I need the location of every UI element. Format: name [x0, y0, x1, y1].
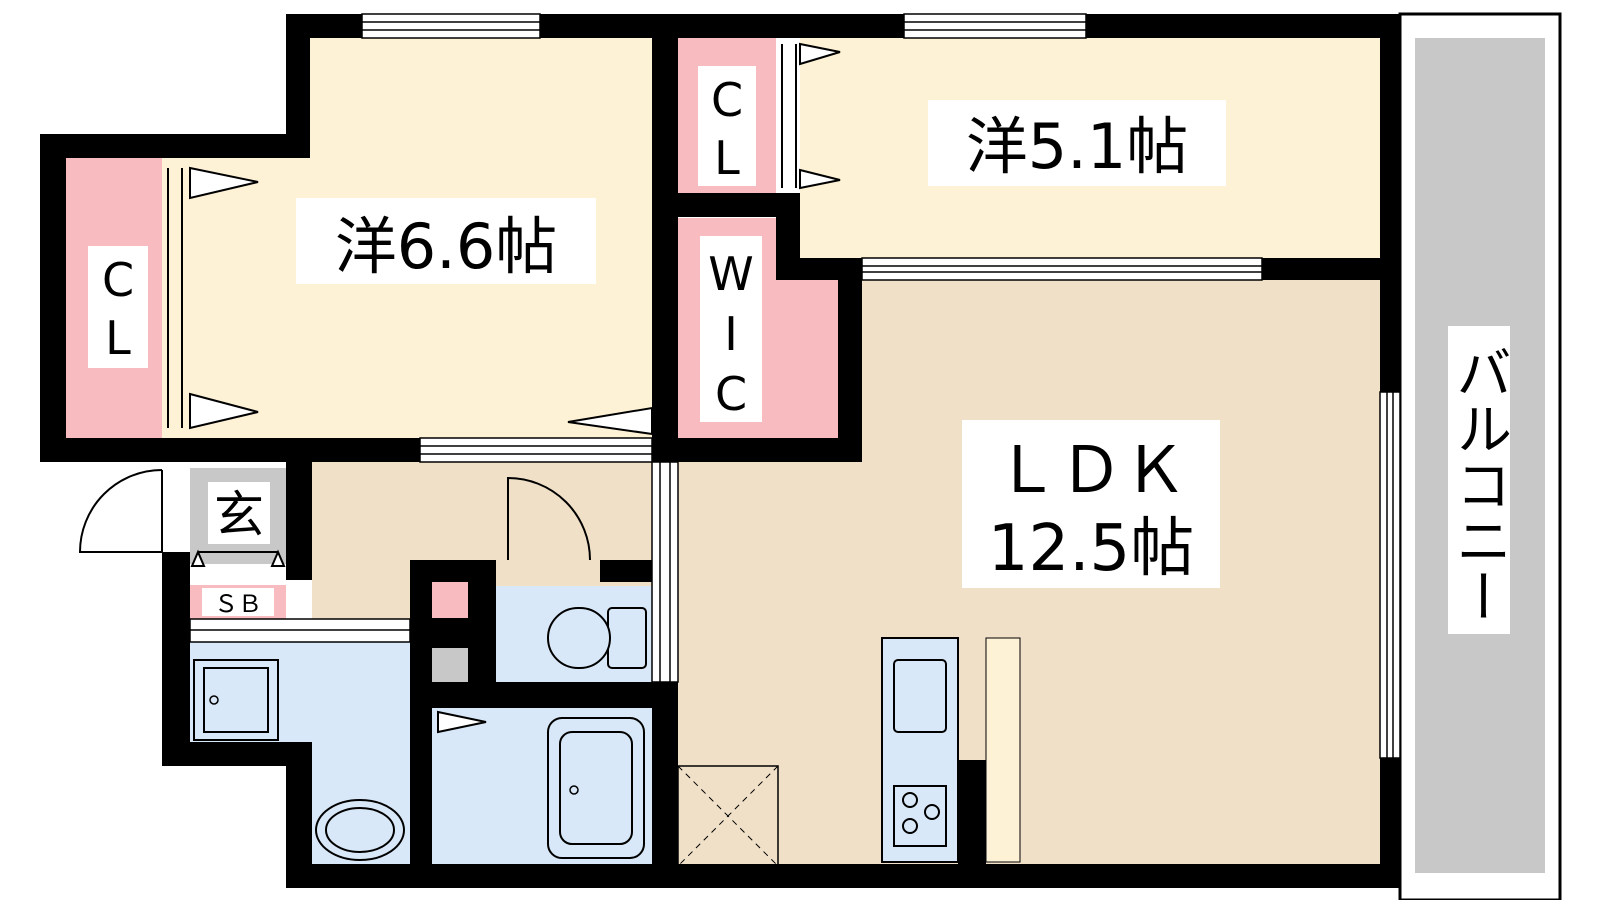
storage-small-gray	[432, 648, 468, 684]
bathtub	[547, 717, 645, 859]
wash-basin	[315, 799, 405, 861]
label-closet-left: C L	[88, 246, 148, 368]
wic-label-line3: C	[715, 367, 747, 421]
entrance-label: 玄	[214, 486, 264, 544]
label-entrance: 玄	[208, 482, 270, 544]
closet-top-label-line2: L	[714, 131, 740, 185]
ldk-name-label: ＬＤＫ	[995, 434, 1187, 508]
washing-machine	[193, 659, 279, 741]
kitchen-backsplash	[985, 637, 1021, 863]
wic-label-line2: I	[724, 307, 738, 361]
ldk-size-label: 12.5帖	[988, 512, 1195, 586]
toilet-tank	[607, 607, 647, 669]
label-wic: W I C	[700, 236, 762, 422]
shoe-box-label: ＳＢ	[214, 590, 262, 618]
balcony-label: バルコニー	[1447, 344, 1512, 624]
stove-burner-icon	[902, 792, 918, 808]
walls	[40, 14, 1400, 888]
label-closet-top: C L	[698, 66, 756, 186]
toilet-bowl-icon	[547, 607, 611, 669]
windows	[189, 13, 1401, 759]
label-balcony: バルコニー	[1447, 326, 1512, 634]
western-room-1-label: 洋6.6帖	[335, 210, 558, 283]
western-room-2-label: 洋5.1帖	[966, 110, 1189, 183]
label-ldk: ＬＤＫ 12.5帖	[962, 420, 1220, 588]
closet-left-label-line1: C	[102, 253, 134, 307]
closet-top-label-line1: C	[711, 73, 743, 127]
wic-label-line1: W	[708, 247, 753, 301]
kitchen-sink	[893, 659, 947, 733]
stove-burner-icon	[902, 818, 918, 834]
label-western-room-1: 洋6.6帖	[296, 198, 596, 284]
closet-left-label-line2: L	[105, 311, 131, 365]
stove-burner-icon	[924, 804, 940, 820]
doors	[78, 42, 841, 734]
storage-small-pink	[432, 582, 468, 618]
label-shoe-box: ＳＢ	[202, 588, 274, 618]
label-western-room-2: 洋5.1帖	[928, 100, 1226, 186]
